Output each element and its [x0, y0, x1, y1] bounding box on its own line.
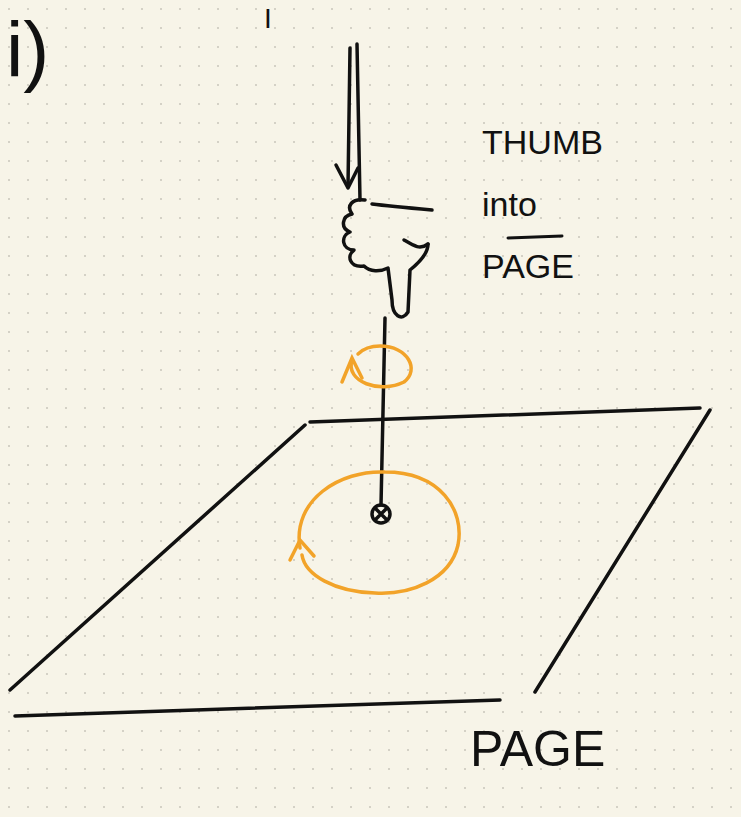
current-arrow-head [336, 165, 358, 188]
part-number: i) [6, 8, 49, 94]
current-arrow-shaft [348, 48, 350, 186]
hand-fist [343, 200, 428, 317]
rule-note: THUMB into PAGE [482, 112, 622, 298]
hand-knuckle [372, 204, 432, 210]
page-edge [10, 425, 305, 690]
underline [508, 236, 562, 238]
field-arrow-large [290, 540, 314, 560]
field-loop-large [299, 472, 459, 593]
page-edge [310, 408, 700, 422]
page-edge [15, 700, 500, 716]
wire-upper [357, 44, 360, 200]
into-page-symbol [375, 508, 387, 520]
page-edge [535, 410, 710, 692]
plane-label: PAGE [470, 722, 605, 777]
into-page-symbol [372, 505, 390, 523]
current-symbol: I [264, 4, 272, 35]
field-loop-small [351, 346, 411, 387]
hand-finger [404, 240, 428, 247]
field-arrow-small [342, 358, 362, 382]
